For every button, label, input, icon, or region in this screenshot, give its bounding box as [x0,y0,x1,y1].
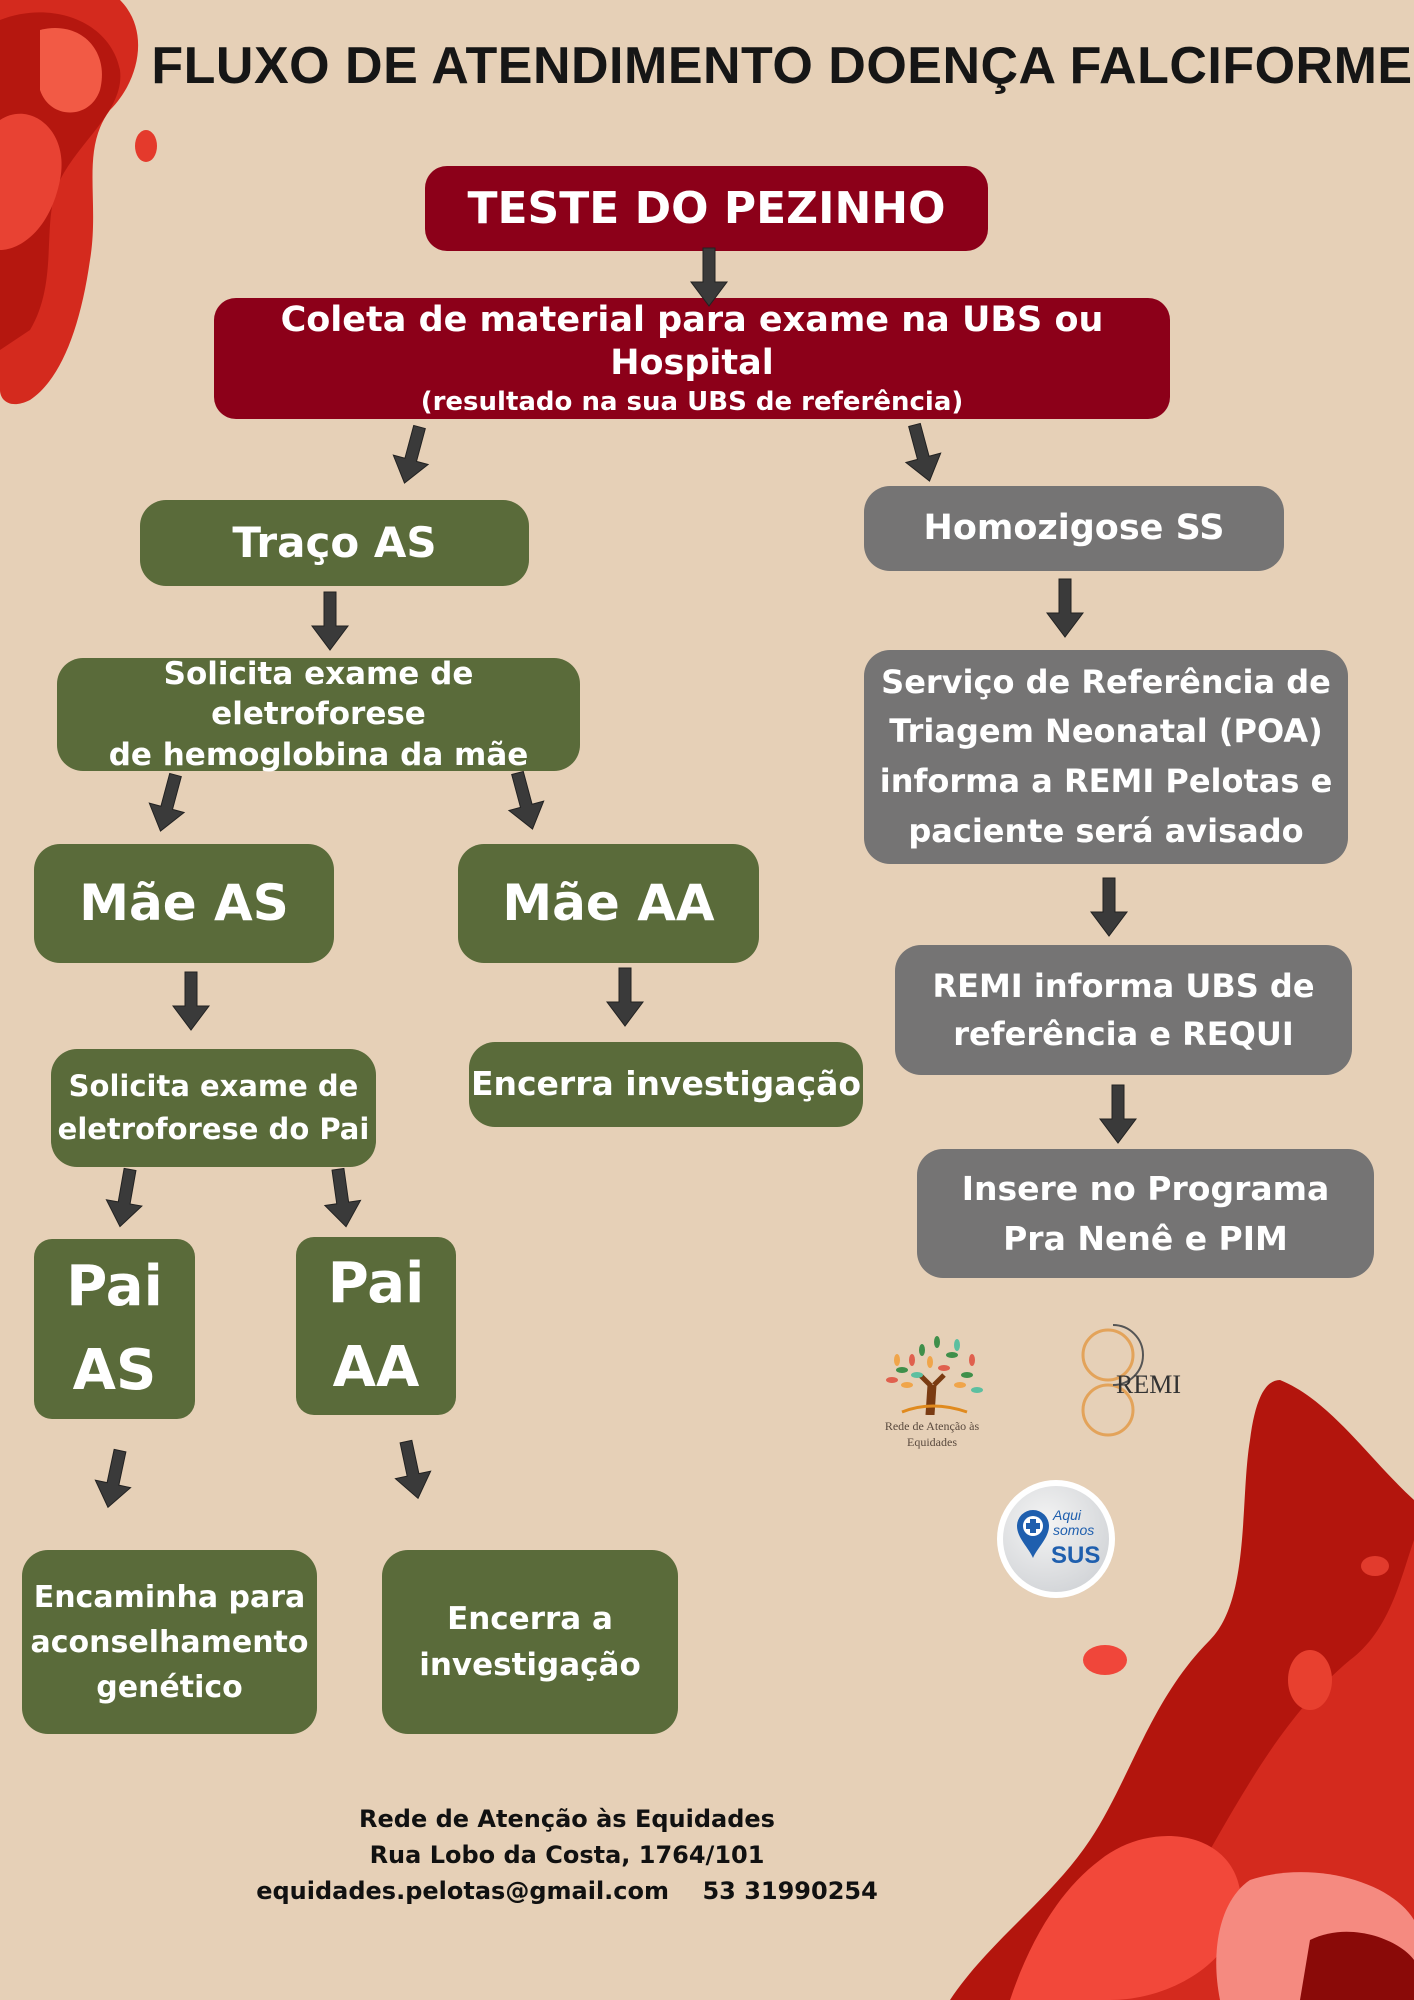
servico-line2: Triagem Neonatal (POA) [889,712,1323,751]
footer-address: Rua Lobo da Costa, 1764/101 [369,1841,765,1869]
arrow-down-icon [1099,1084,1137,1144]
footer-phone: 53 31990254 [702,1877,878,1905]
servico-line4: paciente será avisado [908,811,1304,850]
encerra-investigacao-label: Encerra investigação [470,1064,862,1104]
homozigose-label: Homozigose SS [923,507,1225,548]
mae-as-box: Mãe AS [34,844,334,963]
arrow-down-icon [606,967,644,1027]
encerra-a-line2: investigação [419,1647,641,1683]
remi-informa-line2: referência e REQUI [953,1015,1294,1053]
arrow-down-icon [387,1437,437,1503]
remi-logo-text: REMI [1116,1370,1181,1399]
remi-informa-box: REMI informa UBS de referência e REQUI [895,945,1352,1075]
homozigose-box: Homozigose SS [864,486,1284,571]
encerra-investigacao-box: Encerra investigação [469,1042,863,1127]
decorative-blob-bottom-right [950,1380,1414,2000]
insere-line2: Pra Nenê e PIM [1003,1218,1288,1258]
arrow-down-icon [89,1446,139,1512]
arrow-down-icon [690,247,728,307]
sus-pin-icon [1017,1510,1049,1558]
sus-aqui: Aqui [1053,1507,1082,1523]
footer-org: Rede de Atenção às Equidades [359,1805,775,1833]
pai-aa-line2: AA [332,1335,420,1400]
traco-as-box: Traço AS [140,500,529,586]
servico-box: Serviço de Referência de Triagem Neonata… [864,650,1348,864]
arrow-down-icon [101,1165,149,1231]
teste-do-pezinho-box: TESTE DO PEZINHO [425,166,988,251]
equidades-logo: Rede de Atenção às Equidades [862,1330,1002,1460]
solicita-pai-box: Solicita exame de eletroforese do Pai [51,1049,376,1167]
pai-as-box: Pai AS [34,1239,195,1419]
mae-aa-label: Mãe AA [502,874,715,932]
solicita-mae-line1: Solicita exame de eletroforese [163,656,474,733]
encaminha-line3: genético [96,1669,243,1705]
arrow-down-right-icon [499,767,551,835]
teste-label: TESTE DO PEZINHO [467,182,946,234]
arrow-down-left-icon [386,421,438,489]
footer-contact: equidades.pelotas@gmail.com 53 31990254 [217,1877,917,1905]
insere-line1: Insere no Programa [961,1169,1330,1208]
mae-as-label: Mãe AS [79,874,289,932]
footer-email[interactable]: equidades.pelotas@gmail.com [256,1877,670,1905]
encerra-a-box: Encerra a investigação [382,1550,678,1734]
arrow-down-left-icon [142,769,194,837]
sus-somos: somos [1053,1522,1095,1539]
coleta-box: Coleta de material para exame na UBS ou … [214,298,1170,419]
pai-as-line1: Pai [66,1254,163,1319]
encaminha-box: Encaminha para aconselhamento genético [22,1550,317,1734]
arrow-down-right-icon [896,419,948,487]
pai-aa-line1: Pai [327,1251,425,1316]
page-title: FLUXO DE ATENDIMENTO DOENÇA FALCIFORME [151,37,1413,95]
arrow-down-icon [1090,877,1128,937]
encaminha-line1: Encaminha para [33,1579,306,1615]
encaminha-line2: aconselhamento [30,1624,309,1660]
pai-as-line2: AS [72,1338,157,1403]
arrow-down-icon [311,591,349,651]
solicita-mae-line2: de hemoglobina da mãe [108,736,529,773]
servico-line3: informa a REMI Pelotas e [879,762,1333,800]
insere-box: Insere no Programa Pra Nenê e PIM [917,1149,1374,1278]
solicita-pai-line2: eletroforese do Pai [57,1112,370,1146]
equidades-logo-text: Rede de Atenção às Equidades [884,1419,980,1449]
remi-emblem-icon [1081,1324,1144,1437]
sus-logo: Aqui somos SUS [997,1480,1115,1598]
servico-line1: Serviço de Referência de [881,662,1331,701]
traco-label: Traço AS [232,517,437,567]
coleta-line1: Coleta de material para exame na UBS ou … [280,299,1104,384]
mae-aa-box: Mãe AA [458,844,759,963]
remi-logo: REMI [1068,1320,1198,1450]
encerra-a-line1: Encerra a [447,1600,613,1637]
pai-aa-box: Pai AA [296,1237,456,1415]
solicita-pai-line1: Solicita exame de [68,1068,359,1103]
tree-icon [886,1336,983,1416]
arrow-down-icon [172,971,210,1031]
remi-informa-line1: REMI informa UBS de [932,967,1315,1005]
solicita-mae-box: Solicita exame de eletroforese de hemogl… [57,656,580,773]
coleta-line2: (resultado na sua UBS de referência) [420,387,964,417]
arrow-down-icon [1046,578,1084,638]
arrow-down-icon [319,1166,365,1230]
decorative-blob-top-left [0,0,157,405]
sus-text: SUS [1051,1542,1101,1569]
